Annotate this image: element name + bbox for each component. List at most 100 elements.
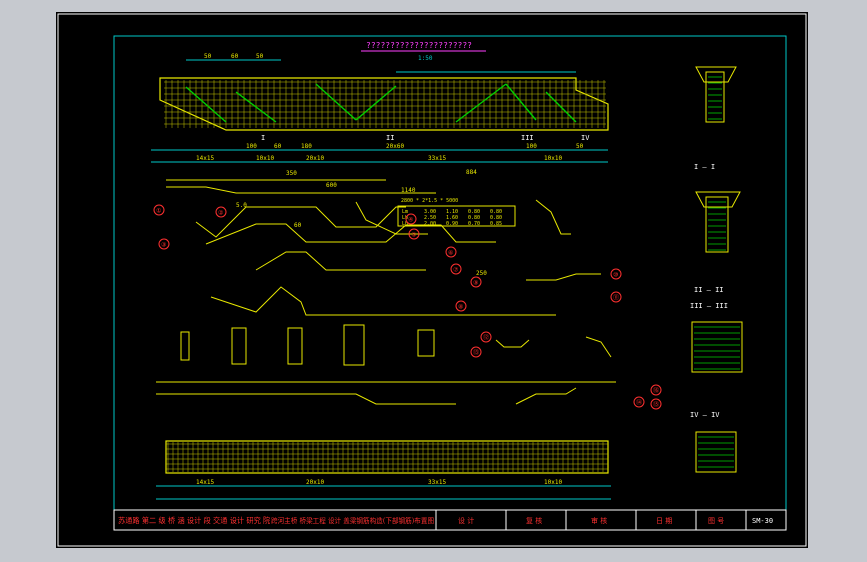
rebar-dim-5: 250 <box>476 270 487 277</box>
rebar-8 <box>535 199 571 235</box>
plan-dim-1: 14x15 <box>196 479 214 486</box>
plan-mesh <box>166 442 608 472</box>
rebar-table-cell: 0.85 <box>490 221 502 227</box>
rebar-4 <box>205 223 496 245</box>
rebar-table-title: 2800 * 2*1.5 * 5000 <box>401 198 458 204</box>
rebar-table-cell: Lb <box>402 215 408 221</box>
rebar-number-label: ⑯ <box>653 387 659 395</box>
section-cap <box>695 66 737 83</box>
rebar-dim-4: 350 <box>286 170 297 177</box>
dim-bottom-4: 20x60 <box>386 143 404 150</box>
bent-bar <box>355 85 397 121</box>
section-outline <box>691 321 743 373</box>
section-title-4: IV — IV <box>690 411 720 419</box>
rebar-3 <box>195 206 406 238</box>
rebar-dim-1: 1140 <box>401 187 416 194</box>
dim-total-2: 10x10 <box>256 155 274 162</box>
drawing-sheet: ?????????????????????? 1:50 50 60 50 100… <box>57 13 807 547</box>
rebar-12 <box>515 387 577 405</box>
rebar-number-circle <box>470 276 482 288</box>
rebar-number-circle <box>153 204 165 216</box>
rebar-number-label: ⑥ <box>448 250 453 257</box>
rebar-table-cell: 2.00 <box>424 221 436 227</box>
rebar-table-cell: Lb <box>402 221 408 227</box>
rebar-number-label: ③ <box>161 242 166 249</box>
rebar-table-cell: 0.80 <box>490 215 502 221</box>
section-outline <box>705 196 729 253</box>
rebar-dim-7: 60 <box>294 222 302 229</box>
dim-total-4: 33x15 <box>428 155 446 162</box>
tb-designer-label: 设 计 <box>458 516 474 525</box>
rebar-number-label: ① <box>156 208 161 215</box>
stirrup-shapes <box>180 324 612 366</box>
rebar-table-cell: 3.00 <box>424 209 436 215</box>
rebar-dim-3: 600 <box>326 182 337 189</box>
bent-bar <box>235 91 277 123</box>
plan-outline <box>165 440 609 474</box>
drawing-top-title: ?????????????????????? <box>366 41 472 50</box>
rebar-number-label: ⑩ <box>613 272 618 279</box>
stirrup-e <box>417 329 435 357</box>
elevation-stirrups <box>185 83 577 123</box>
elevation-view: 50 60 50 100 60 180 20x60 100 50 14x15 1… <box>151 53 609 163</box>
section-outline <box>705 71 725 123</box>
rebar-number-label: ⑤ <box>411 232 416 239</box>
tb-project: 苏通路 第二 级 桥 涵 设计 段 交通 设计 研究 院 <box>118 516 270 525</box>
cross-sections: I — I II — II III — III IV — IV <box>690 66 743 473</box>
tb-drawing-no-label: 图 号 <box>708 517 724 525</box>
plan-dim-2: 20x10 <box>306 479 324 486</box>
section-title-1: I — I <box>694 163 715 171</box>
dim-bottom-1: 100 <box>246 143 257 150</box>
rebar-details <box>156 179 616 405</box>
bent-bar <box>315 83 357 121</box>
bent-bar <box>185 86 227 123</box>
section-title-3: III — III <box>690 302 728 310</box>
rebar-number-circle <box>450 263 462 275</box>
dim-bottom-6: 50 <box>576 143 584 150</box>
rebar-table-cell: 0.80 <box>468 215 480 221</box>
rebar-number-label: ⑮ <box>653 401 659 409</box>
stirrup-c <box>287 327 303 365</box>
dim-bottom-3: 180 <box>301 143 312 150</box>
section-mark-1: I <box>261 134 265 142</box>
section-mark-3: III <box>521 134 534 142</box>
drawing-border <box>113 35 787 531</box>
rebar-number-circle <box>610 291 622 303</box>
stirrup-g <box>585 336 612 358</box>
scale-note: 1:50 <box>418 55 433 62</box>
rebar-number-label: ⑪ <box>613 294 619 302</box>
tb-drawing-no: SM-30 <box>752 517 773 525</box>
dim-top-3: 50 <box>256 53 264 60</box>
rebar-number-label: ⑫ <box>483 334 489 342</box>
rebar-table-cell: Lm <box>402 209 408 215</box>
title-block: 苏通路 第二 级 桥 涵 设计 段 交通 设计 研究 院 跨河主桥 桥梁工程 设… <box>113 509 787 531</box>
dim-top-1: 50 <box>204 53 212 60</box>
rebar-number-circle <box>408 228 420 240</box>
rebar-number-circle <box>470 346 482 358</box>
rebar-number-label: ⑨ <box>473 280 478 287</box>
rebar-number-circle <box>215 206 227 218</box>
plan-dim-3: 33x15 <box>428 479 446 486</box>
rebar-11 <box>156 393 456 405</box>
stirrup-d <box>343 324 365 366</box>
rebar-table-cell: 2.50 <box>424 215 436 221</box>
rebar-table-cell: 0.70 <box>468 221 480 227</box>
rebar-number-circle <box>650 384 662 396</box>
rebar-number-label: ⑦ <box>453 267 459 274</box>
rebar-table-cell: 0.90 <box>446 221 458 227</box>
sheet-frame <box>57 13 807 547</box>
rebar-number-circle <box>158 238 170 250</box>
bent-bar <box>455 83 507 123</box>
rebar-number-circle <box>480 331 492 343</box>
drawing-canvas[interactable]: ?????????????????????? 1:50 50 60 50 100… <box>56 12 808 548</box>
tb-checker-label: 复 核 <box>526 516 542 525</box>
rebar-table-frame <box>397 205 516 227</box>
plan-dim-4: 10x10 <box>544 479 562 486</box>
plan-view: 14x15 20x10 33x15 10x10 <box>156 440 611 500</box>
dim-bottom-5: 100 <box>526 143 537 150</box>
rebar-2 <box>166 186 436 194</box>
tb-date-label: 日 期 <box>656 517 672 525</box>
